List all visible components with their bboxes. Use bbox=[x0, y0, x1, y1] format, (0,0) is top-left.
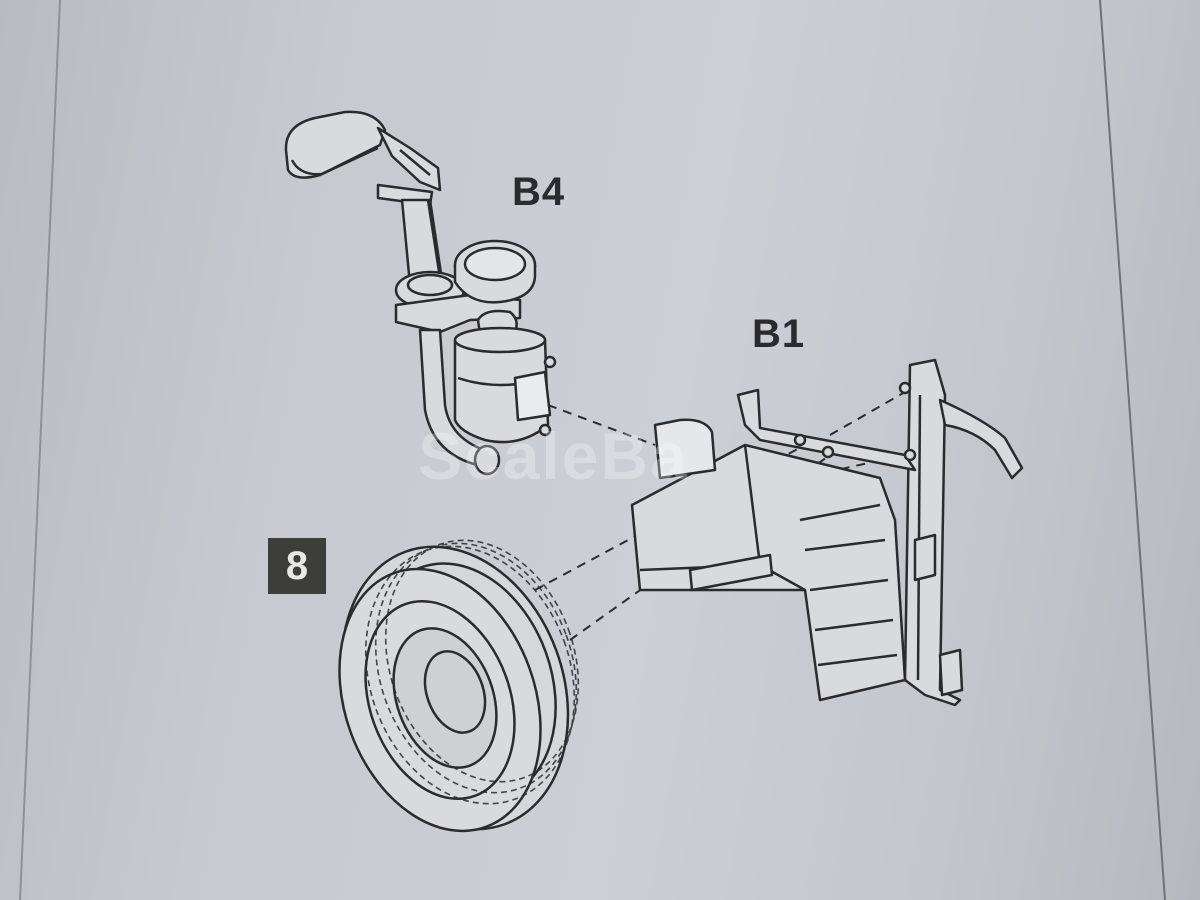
part-b1-carrier-bracket bbox=[630, 358, 1024, 707]
step-number-badge: 8 bbox=[268, 538, 326, 594]
page-edge-right bbox=[1099, 0, 1166, 900]
part-label-b1: B1 bbox=[752, 312, 806, 356]
page-edge-left bbox=[19, 0, 61, 900]
part-label-b4: B4 bbox=[512, 170, 566, 214]
watermark: ScaleBa bbox=[418, 419, 689, 493]
part-b4-mirror-assembly bbox=[284, 110, 557, 476]
spare-tire bbox=[338, 539, 580, 833]
